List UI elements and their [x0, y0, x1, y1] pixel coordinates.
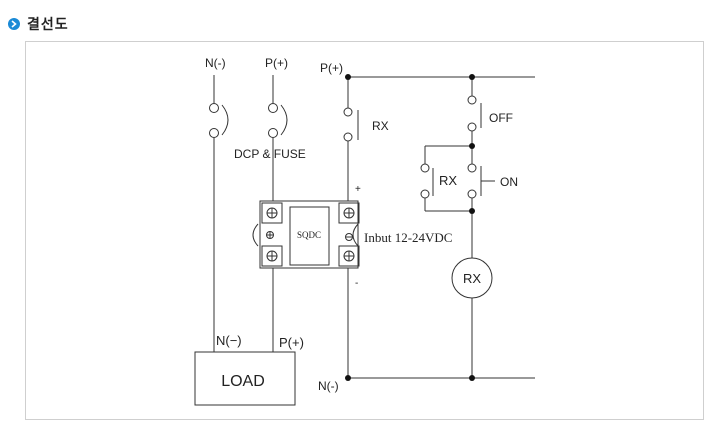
- terminal-n-top-label: N(-): [205, 56, 226, 70]
- on-contact-top: [467, 163, 477, 173]
- fuse-p-terminal-top: [268, 103, 278, 113]
- latch-contact-bottom: [420, 189, 430, 199]
- wiring-diagram-frame: [25, 41, 704, 420]
- junction-n-right: [469, 375, 475, 381]
- junctions: [345, 74, 475, 381]
- rx-contact-label: RX: [372, 119, 389, 133]
- fuse-n-terminal-top: [209, 103, 219, 113]
- ssr-notch-right: [352, 223, 359, 247]
- junction-latch-bottom: [469, 208, 475, 214]
- off-switch-label: OFF: [489, 111, 513, 125]
- ssr-plus-label: +: [355, 184, 361, 195]
- ssr-notch-left: [252, 223, 259, 247]
- load-p-label: P(+): [279, 335, 304, 350]
- section-title: 결선도: [27, 17, 69, 33]
- on-switch-label: ON: [500, 175, 518, 189]
- latch-contact-top: [420, 163, 430, 173]
- supply-n-label: N(-): [318, 379, 339, 393]
- ssr-minus-label: -: [355, 278, 358, 289]
- rx-latch-label: RX: [439, 173, 457, 188]
- section-heading: 결선도: [8, 14, 69, 34]
- off-contact-top: [467, 95, 477, 105]
- ssr-screw-tr: [338, 202, 360, 224]
- load-label: LOAD: [221, 373, 265, 390]
- fuse-n-arc: [221, 104, 229, 136]
- junction-p-left: [345, 74, 351, 80]
- ssr-input-label: Inbut 12-24VDC: [364, 230, 452, 245]
- rx-contact-top: [343, 107, 353, 117]
- dcp-fuse-label: DCP & FUSE: [234, 147, 306, 161]
- on-contact-bottom: [467, 189, 477, 199]
- ssr-label-panel: [289, 206, 330, 266]
- fuse-p-terminal-bottom: [268, 128, 278, 138]
- rx-coil-label: RX: [463, 271, 481, 286]
- junction-latch-top: [469, 143, 475, 149]
- junction-p-right: [469, 74, 475, 80]
- load-box: [194, 351, 296, 406]
- load-n-label: N(−): [216, 333, 242, 348]
- ssr-screw-br: [338, 245, 360, 267]
- ssr-screw-tl: [261, 202, 283, 224]
- ssr-label: SQDC: [297, 230, 321, 240]
- off-contact-bottom: [467, 122, 477, 132]
- terminal-p-top-label: P(+): [265, 56, 288, 70]
- supply-p-label: P(+): [320, 61, 343, 75]
- fuse-n-terminal-bottom: [209, 128, 219, 138]
- junction-n-left: [345, 375, 351, 381]
- rx-contact-bottom: [343, 132, 353, 142]
- chevron-right-icon: [8, 18, 20, 30]
- fuse-p-arc: [280, 104, 288, 136]
- ssr-screw-bl: [261, 245, 283, 267]
